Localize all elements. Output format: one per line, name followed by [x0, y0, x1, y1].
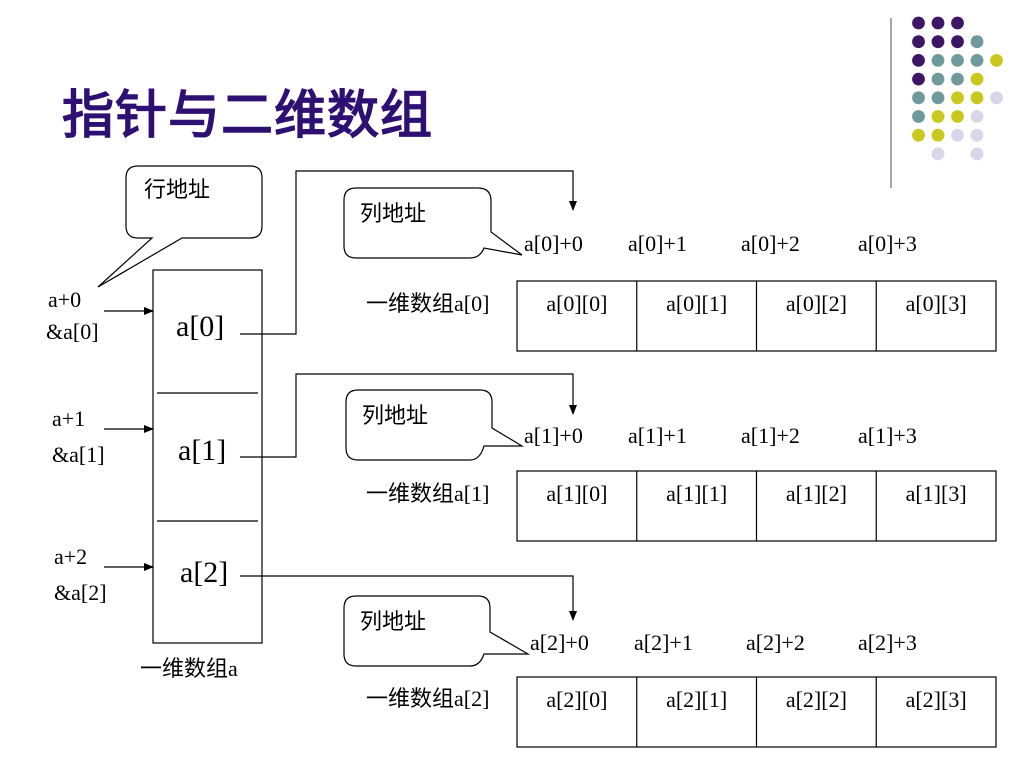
col-address-label: a[2]+2	[746, 630, 805, 655]
col-address-label: a[0]+3	[858, 231, 917, 256]
decorative-dot	[970, 128, 984, 142]
row-callout-bubble	[97, 165, 263, 288]
col-address-label: a[2]+3	[858, 630, 917, 655]
col-callout-text-2: 列地址	[360, 610, 427, 635]
decorative-dot	[970, 54, 984, 67]
row-array-cell: a[0][2]	[785, 291, 847, 316]
decorative-dot	[931, 91, 945, 105]
decorative-dot	[951, 91, 964, 105]
row-connector-0	[240, 170, 577, 335]
decorative-dot	[970, 35, 984, 49]
decorative-dot	[912, 110, 925, 123]
col-callout-text-1: 列地址	[362, 404, 429, 429]
decorative-dot	[912, 128, 925, 142]
decorative-dot	[951, 128, 964, 142]
outer-cell-1: a[1]	[178, 434, 227, 467]
decorative-dot	[970, 110, 984, 123]
decorative-dot	[970, 91, 984, 105]
row-array-cell: a[0][1]	[666, 291, 728, 316]
decorative-dot	[931, 72, 945, 86]
outer-array-label: 一维数组a	[140, 656, 238, 682]
row-array-cell: a[2][1]	[666, 687, 728, 712]
pointer-addr-1: &a[1]	[52, 442, 105, 467]
col-address-label: a[1]+3	[858, 423, 917, 448]
row-array-label-0: 一维数组a[0]	[366, 291, 490, 317]
decorative-dot	[912, 91, 925, 105]
row-array-cell: a[1][2]	[785, 481, 847, 506]
decorative-dot	[931, 16, 945, 30]
decorative-dot	[970, 72, 984, 86]
decorative-dot	[951, 72, 964, 86]
decorative-dot	[912, 54, 925, 67]
row-callout-text: 行地址	[144, 178, 211, 203]
row-array-cell: a[1][0]	[546, 481, 608, 506]
col-address-label: a[0]+0	[524, 231, 583, 256]
decorative-dot	[951, 35, 964, 49]
col-address-label: a[2]+0	[530, 630, 589, 655]
row-array-cell: a[0][3]	[905, 291, 967, 316]
outer-cell-0: a[0]	[176, 310, 225, 343]
row-array-label-1: 一维数组a[1]	[366, 481, 490, 507]
decorative-dot	[951, 16, 964, 30]
decorative-dot	[931, 147, 945, 161]
pointer-addr-2: &a[2]	[54, 580, 107, 605]
col-callout-bubble-0	[343, 187, 523, 259]
pointer-expr-2: a+2	[54, 544, 88, 569]
decorative-dot	[912, 16, 925, 30]
row-connector-2	[240, 575, 577, 621]
col-callout-text-0: 列地址	[360, 202, 427, 227]
row-array-cell: a[2][3]	[905, 687, 967, 712]
slide-title: 指针与二维数组	[62, 86, 434, 146]
decorative-dot	[951, 110, 964, 123]
decorative-dot	[912, 35, 925, 49]
pointer-addr-0: &a[0]	[46, 319, 99, 344]
decorative-dot-grid	[890, 16, 1003, 188]
pointer-expr-0: a+0	[48, 287, 82, 312]
col-address-label: a[2]+1	[634, 630, 693, 655]
col-address-label: a[1]+2	[741, 423, 800, 448]
outer-cell-2: a[2]	[180, 556, 229, 589]
col-address-label: a[0]+2	[741, 231, 800, 256]
decorative-dot	[912, 72, 925, 86]
decorative-dot	[931, 35, 945, 49]
row-array-cell: a[2][0]	[546, 687, 608, 712]
row-array-cell: a[1][3]	[905, 481, 967, 506]
decorative-dot	[931, 110, 945, 123]
col-callout-bubble-1	[345, 389, 525, 461]
pointer-expr-1: a+1	[52, 406, 86, 431]
decorative-dot	[990, 91, 1003, 105]
decorative-dot	[970, 147, 984, 161]
col-callout-bubble-2	[343, 595, 531, 667]
decorative-dot	[931, 128, 945, 142]
row-array-cell: a[1][1]	[666, 481, 728, 506]
col-address-label: a[1]+1	[628, 423, 687, 448]
decorative-dot	[951, 54, 964, 67]
row-array-label-2: 一维数组a[2]	[366, 686, 490, 712]
row-connector-1	[240, 373, 577, 458]
row-array-cell: a[0][0]	[546, 291, 608, 316]
decorative-dot	[931, 54, 945, 67]
col-address-label: a[1]+0	[524, 423, 583, 448]
col-address-label: a[0]+1	[628, 231, 687, 256]
row-array-cell: a[2][2]	[785, 687, 847, 712]
decorative-dot	[990, 54, 1003, 67]
